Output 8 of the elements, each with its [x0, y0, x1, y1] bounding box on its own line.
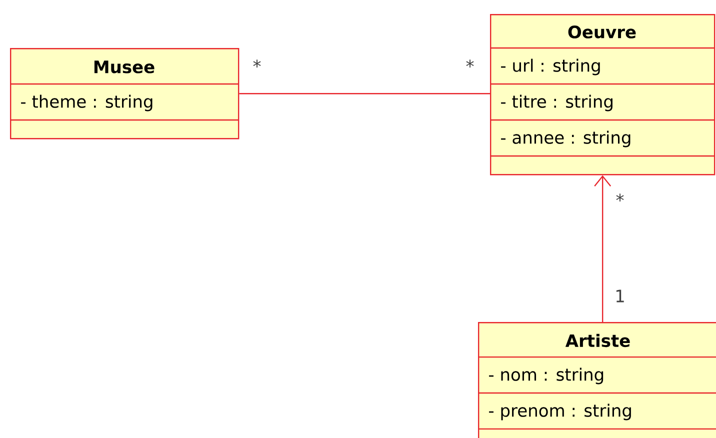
multiplicity: *	[466, 60, 474, 68]
association-line	[239, 93, 490, 94]
multiplicity: 1	[616, 290, 624, 302]
multiplicity: *	[616, 194, 624, 202]
class-box: Oeuvre - url : string - titre : string - annee : string	[490, 14, 716, 176]
class-box: Artiste - nom : string - prenom : string	[478, 322, 716, 438]
association-line	[594, 175, 612, 322]
class-box: Musee - theme : string	[10, 48, 240, 140]
